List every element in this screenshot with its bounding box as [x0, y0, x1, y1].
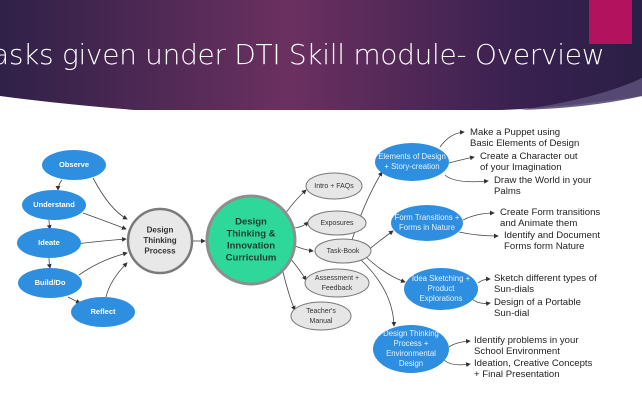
module-form	[391, 205, 463, 241]
process-hub-label: Process	[144, 247, 176, 256]
module-label: Explorations	[420, 294, 463, 303]
module-label: Idea Sketching +	[412, 274, 471, 283]
edge-taskbook-sketch	[364, 255, 406, 283]
task-label: Make a Puppet using	[470, 127, 560, 138]
component-label: Manual	[310, 318, 333, 325]
edge-elements-task-1	[448, 155, 475, 164]
task-label: Forms form Nature	[504, 241, 585, 252]
edge-observe-understand	[55, 179, 63, 191]
component-assessment	[304, 268, 370, 298]
edge-env-task-1	[443, 359, 471, 368]
task-label: School Environment	[474, 346, 560, 357]
module-label: Forms in Nature	[399, 223, 455, 232]
component-label: Feedback	[322, 285, 353, 292]
process-step-label: Reflect	[90, 307, 116, 316]
edge-elements-task-0	[439, 129, 465, 148]
component-manual	[290, 301, 352, 331]
process-hub-label: Thinking	[143, 236, 176, 245]
edge-curriculum-manual	[282, 271, 296, 311]
module-label: + Story-creation	[384, 162, 439, 171]
process-step-reflect	[71, 297, 135, 327]
edge-sketch-task-1	[470, 297, 491, 307]
component-exposures	[307, 210, 367, 236]
task-label: Create a Character out	[480, 151, 578, 162]
component-label: Teacher's	[306, 308, 336, 315]
task-label: Draw the World in your	[494, 175, 592, 186]
edge-build-hub	[78, 251, 128, 276]
module-label: Environmental	[386, 349, 436, 358]
design-thinking-process-hub	[126, 207, 194, 275]
edge-understand-hub	[82, 212, 127, 230]
edge-curriculum-assessment	[289, 257, 307, 281]
task-label: Identify problems in your	[474, 335, 579, 346]
task-label: Sketch different types of	[494, 273, 597, 284]
edge-reflect-hub	[105, 262, 128, 298]
component-label: Assessment +	[315, 275, 359, 282]
process-step-observe	[42, 150, 106, 180]
task-label: Sun-dial	[494, 308, 529, 319]
edge-taskbook-env	[359, 258, 397, 327]
edge-env-task-0	[448, 338, 471, 348]
task-label: Ideation, Creative Concepts	[474, 358, 593, 369]
module-sketch	[404, 268, 478, 310]
edge-observe-hub	[92, 177, 128, 220]
curriculum-hub-label: Design	[235, 217, 267, 228]
process-step-ideate	[17, 228, 81, 258]
task-label: of your Imagination	[480, 162, 562, 173]
process-step-label: Observe	[59, 160, 89, 169]
edge-curriculum-taskbook	[294, 245, 314, 253]
module-label: Design Thinking	[383, 329, 439, 338]
task-label: Basic Elements of Design	[470, 138, 579, 149]
edge-elements-task-2	[444, 174, 489, 184]
module-label: Product	[428, 284, 456, 293]
task-label: Palms	[494, 186, 521, 197]
edge-ideate-hub	[75, 236, 127, 245]
curriculum-hub-label: Innovation	[227, 241, 275, 252]
accent-square	[589, 0, 632, 44]
module-env	[373, 325, 449, 373]
edge-understand-ideate	[46, 219, 52, 230]
module-label: Form Transitions +	[395, 213, 460, 222]
module-label: Design	[399, 359, 423, 368]
process-step-label: Build/Do	[35, 278, 66, 287]
edge-sketch-task-0	[477, 276, 491, 284]
task-label: Identify and Document	[504, 230, 600, 241]
module-label: Elements of Design	[378, 152, 446, 161]
process-step-understand	[22, 190, 86, 220]
component-label: Task-Book	[327, 248, 360, 255]
slide-title: asks given under DTI Skill module- Overv…	[0, 38, 605, 71]
component-label: Intro + FAQs	[314, 183, 354, 190]
edge-build-reflect	[67, 296, 81, 304]
edge-ideate-build	[46, 257, 52, 269]
process-step-build	[18, 268, 82, 298]
curriculum-hub-label: Curriculum	[226, 253, 277, 264]
title-banner	[0, 0, 642, 110]
edge-curriculum-intro	[284, 189, 307, 215]
task-label: + Final Presentation	[474, 369, 560, 380]
edge-form-task-1	[458, 231, 499, 239]
component-intro	[305, 172, 363, 200]
process-step-label: Understand	[33, 200, 75, 209]
module-elements	[375, 143, 449, 181]
dti-curriculum-hub	[205, 194, 297, 286]
process-hub-label: Design	[147, 226, 174, 235]
component-taskbook	[314, 238, 372, 264]
task-label: Sun-dials	[494, 284, 534, 295]
curriculum-hub-label: Thinking &	[226, 229, 275, 240]
edge-form-task-0	[462, 210, 495, 221]
process-step-label: Ideate	[38, 238, 60, 247]
component-label: Exposures	[320, 220, 354, 227]
task-label: Design of a Portable	[494, 297, 581, 308]
module-label: Process +	[394, 339, 429, 348]
task-label: Create Form transitions	[500, 207, 600, 218]
task-label: and Animate them	[500, 218, 577, 229]
